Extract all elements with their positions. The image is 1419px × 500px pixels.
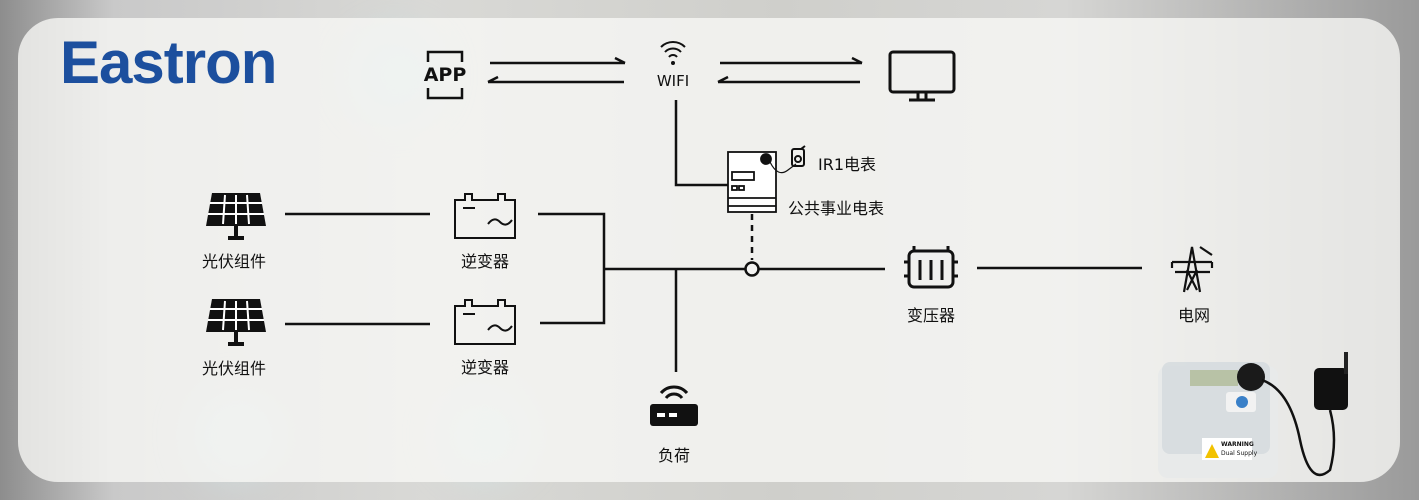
utility-meter-icon bbox=[727, 151, 797, 213]
inverter-icon bbox=[454, 193, 516, 239]
arrow-wifi-to-app bbox=[487, 75, 624, 84]
smart-meter-photo bbox=[1158, 352, 1348, 478]
warning-sub-label: Dual Supply bbox=[1221, 450, 1258, 457]
arrow-monitor-to-wifi bbox=[717, 75, 860, 84]
grid-label: 电网 bbox=[1177, 306, 1211, 325]
junction-node bbox=[744, 261, 760, 277]
utility-meter-label: 公共事业电表 bbox=[788, 199, 885, 218]
arrow-wifi-to-monitor bbox=[720, 56, 863, 65]
solar-panel-icon bbox=[206, 299, 266, 346]
pv-label-1: 光伏组件 bbox=[201, 252, 267, 271]
ir1-meter-label: IR1电表 bbox=[818, 155, 877, 174]
inverter-label-1: 逆变器 bbox=[460, 252, 510, 271]
ir1-reader-icon bbox=[791, 145, 806, 167]
power-bus bbox=[285, 212, 1142, 372]
wifi-icon bbox=[660, 41, 686, 65]
monitor-icon bbox=[888, 50, 956, 102]
inverter-icon bbox=[454, 299, 516, 345]
transformer-icon bbox=[904, 246, 958, 289]
warning-label: WARNING bbox=[1221, 441, 1254, 448]
app-icon bbox=[426, 50, 464, 100]
pv-label-2: 光伏组件 bbox=[201, 359, 267, 378]
load-icon bbox=[650, 385, 698, 426]
connection-line bbox=[674, 100, 728, 187]
load-label: 负荷 bbox=[657, 446, 691, 465]
power-grid-tower-icon bbox=[1170, 246, 1214, 293]
eastron-logo: Eastron bbox=[60, 29, 277, 96]
wifi-label: WIFI bbox=[656, 72, 690, 90]
transformer-label: 变压器 bbox=[906, 306, 956, 325]
inverter-label-2: 逆变器 bbox=[460, 358, 510, 377]
app-label: APP bbox=[423, 64, 467, 86]
arrow-app-to-wifi bbox=[490, 56, 626, 65]
solar-panel-icon bbox=[206, 193, 266, 240]
